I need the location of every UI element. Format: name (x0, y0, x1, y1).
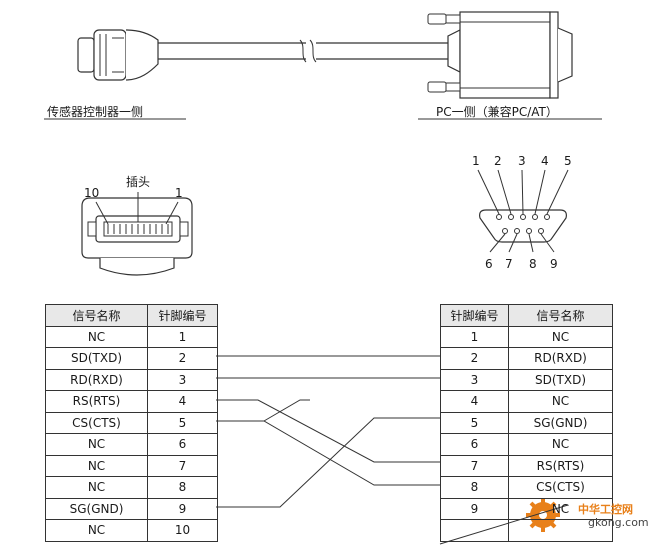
pin-cell: 2 (440, 347, 509, 370)
dsub-pin-label: 6 (485, 257, 493, 271)
signal-cell: RD(RXD) (508, 347, 613, 370)
dsub-pin-label: 3 (518, 154, 526, 168)
signal-cell: RS(RTS) (45, 390, 148, 413)
signal-cell: RD(RXD) (45, 368, 148, 391)
signal-cell: NC (508, 390, 613, 413)
dsub-pin-label: 4 (541, 154, 549, 168)
signal-cell: NC (45, 519, 148, 542)
signal-cell (508, 519, 613, 542)
pin-cell: 2 (147, 347, 218, 370)
dsub-pin-label: 8 (529, 257, 537, 271)
pin-cell (440, 519, 509, 542)
wiring-lines (216, 355, 440, 508)
table-header-row: 信号名称 针脚编号 (45, 304, 218, 327)
signal-cell: SD(TXD) (45, 347, 148, 370)
pin-cell: 5 (147, 411, 218, 434)
pin-cell: 8 (440, 476, 509, 499)
plug-front-view (81, 192, 193, 276)
table-row: RD(RXD)3 (45, 368, 218, 391)
table-row: SG(GND)9 (45, 497, 218, 520)
table-row: SD(TXD)2 (45, 347, 218, 370)
pin-cell: 3 (440, 368, 509, 391)
pc-dsub-drawing (427, 11, 573, 99)
dsub-pin-label: 1 (472, 154, 480, 168)
pin-cell: 6 (440, 433, 509, 456)
signal-cell: NC (508, 433, 613, 456)
table-row: RS(RTS)4 (45, 390, 218, 413)
dsub-pin-label: 7 (505, 257, 513, 271)
signal-cell: NC (45, 454, 148, 477)
plug-pin-10-label: 10 (84, 186, 100, 200)
plug-label: 插头 (126, 175, 151, 189)
pin-cell: 6 (147, 433, 218, 456)
pin-cell: 1 (147, 325, 218, 348)
wire-cross-detail (263, 399, 310, 422)
signal-cell: NC (45, 476, 148, 499)
header-pin-number: 针脚编号 (440, 304, 509, 327)
watermark-title: 中华工控网 (578, 503, 633, 516)
table-row: CS(CTS)5 (45, 411, 218, 434)
pin-cell: 4 (147, 390, 218, 413)
header-pin-number: 针脚编号 (147, 304, 218, 327)
pin-cell: 9 (440, 497, 509, 520)
cable-body (158, 39, 448, 63)
signal-cell: NC (45, 325, 148, 348)
pc-side-caption: PC一侧（兼容PC/AT） (436, 105, 558, 119)
dsub-pin-label: 5 (564, 154, 572, 168)
signal-cell: CS(CTS) (45, 411, 148, 434)
header-signal-name: 信号名称 (508, 304, 613, 327)
wire-5-to-8 (216, 420, 440, 486)
signal-cell: SG(GND) (45, 497, 148, 520)
dsub-pin-label: 2 (494, 154, 502, 168)
wire-4-to-7 (216, 399, 440, 463)
pin-cell: 9 (147, 497, 218, 520)
pin-cell: 4 (440, 390, 509, 413)
pin-cell: 7 (440, 454, 509, 477)
dsub-pin-face (477, 169, 569, 253)
signal-cell: RS(RTS) (508, 454, 613, 477)
pin-cell: 7 (147, 454, 218, 477)
pin-cell: 10 (147, 519, 218, 542)
signal-cell: NC (508, 325, 613, 348)
pin-cell: 3 (147, 368, 218, 391)
sensor-plug-drawing (77, 29, 159, 81)
signal-cell: NC (45, 433, 148, 456)
pin-cell: 8 (147, 476, 218, 499)
dsub-pin-label: 9 (550, 257, 558, 271)
table-row (440, 519, 613, 542)
sensor-side-caption: 传感器控制器一侧 (47, 105, 144, 119)
pin-cell: 5 (440, 411, 509, 434)
signal-cell: CS(CTS) (508, 476, 613, 499)
signal-cell: SD(TXD) (508, 368, 613, 391)
header-signal-name: 信号名称 (45, 304, 148, 327)
table-header-row: 针脚编号 信号名称 (440, 304, 613, 327)
watermark-url: gkong.com (588, 516, 649, 529)
signal-cell: SG(GND) (508, 411, 613, 434)
plug-pin-1-label: 1 (175, 186, 183, 200)
wire-9-to-5 (216, 417, 440, 508)
pin-cell: 1 (440, 325, 509, 348)
